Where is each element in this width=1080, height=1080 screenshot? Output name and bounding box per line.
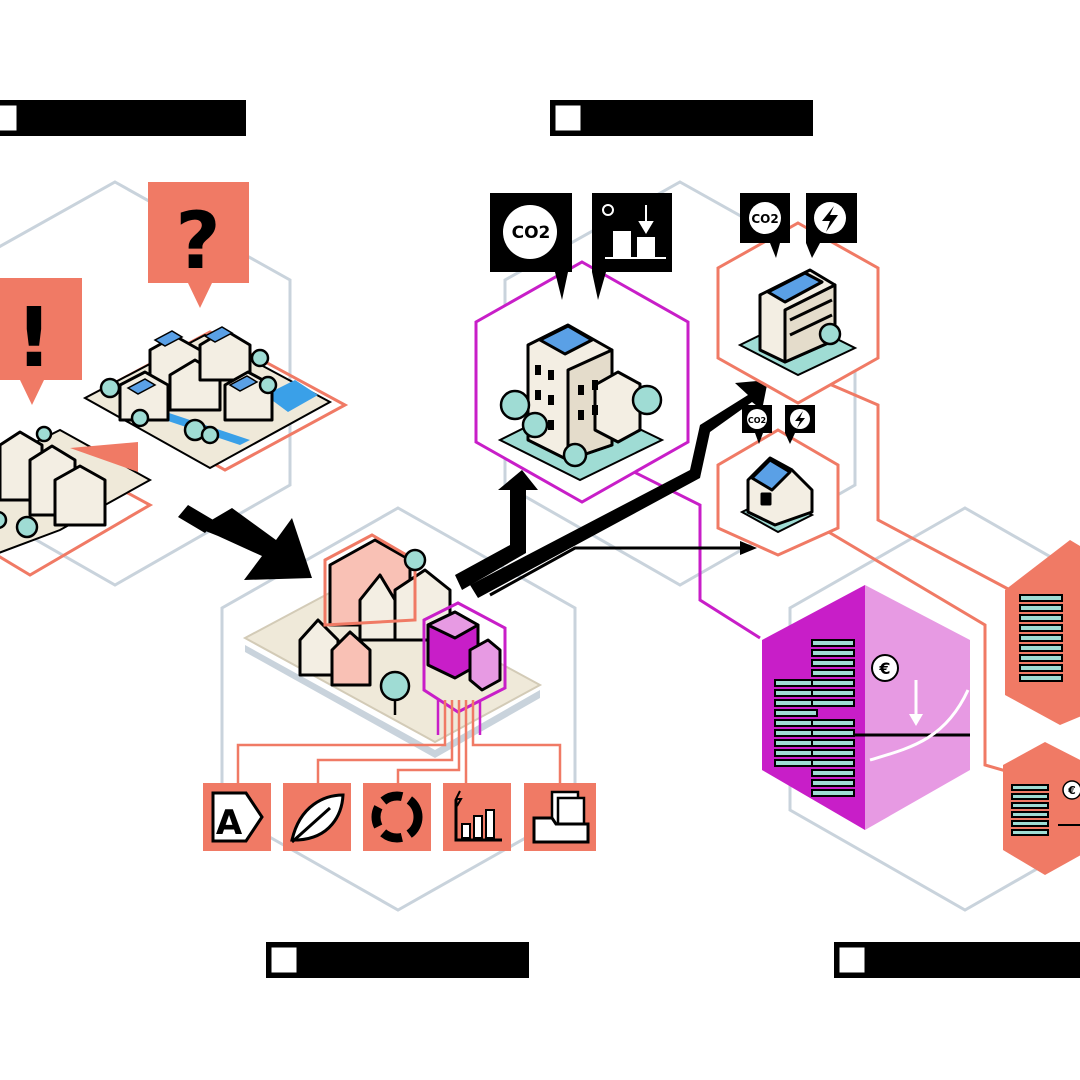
co2-cycle-text: CO2 <box>512 223 551 243</box>
label-bar-bottom-left <box>266 942 529 978</box>
co2-cycle-icon <box>503 205 557 259</box>
co2-cycle-callout: CO2 <box>490 193 572 300</box>
label-checkbox <box>268 944 300 976</box>
cost-down-arrowhead <box>909 714 923 726</box>
money-stack-icon <box>1011 784 1049 836</box>
small-house <box>746 456 814 527</box>
solar-panels <box>126 326 259 395</box>
hub-arrows <box>455 380 768 598</box>
co2-badge-callout: CO2 <box>740 193 790 258</box>
label-bar-bottom-right <box>834 942 1080 978</box>
trees <box>0 425 53 539</box>
exclamation-mark: ! <box>15 291 52 386</box>
energy-chart-icon <box>443 783 511 851</box>
question-mark: ? <box>175 197 220 287</box>
hex-outline-neighbourhood <box>0 180 292 587</box>
label-bar <box>0 100 246 136</box>
co2-badge-text: CO2 <box>751 212 778 226</box>
question-bubble: ? <box>148 182 249 308</box>
leaf-icon <box>283 783 351 851</box>
label-checkbox <box>552 102 584 134</box>
apartment-block <box>716 221 880 405</box>
label-checkbox <box>836 944 868 976</box>
office-trees <box>499 384 663 468</box>
co2-icon <box>747 409 767 429</box>
finance-side-hex-top <box>1005 540 1080 725</box>
trees <box>99 348 278 445</box>
coral-line-small-house <box>799 513 1021 777</box>
big-arrow <box>178 505 312 580</box>
lightning-icon <box>822 206 838 232</box>
hex-outline-hub <box>220 506 577 912</box>
finance-block: € <box>762 585 970 830</box>
co2-small-text: CO2 <box>748 416 766 425</box>
finance-side-hex-bottom: € <box>1003 742 1080 875</box>
coral-flag <box>70 442 138 472</box>
icon-row: A <box>203 783 596 851</box>
money-stack-icon <box>1019 594 1063 682</box>
lightning-callout <box>806 193 857 258</box>
neighbourhood-left-edge <box>0 425 154 577</box>
arrow-to-office <box>455 470 538 590</box>
hub-coral-outline <box>323 533 417 627</box>
arrow-to-small-house <box>489 546 740 597</box>
arrow-head-small-house <box>740 541 757 555</box>
hex-outline-finance <box>788 506 1080 912</box>
euro-icon <box>871 654 899 682</box>
label-bar-top-right <box>550 100 813 136</box>
documents-icon <box>524 783 596 851</box>
euro-badge: € <box>871 654 899 682</box>
neighbourhood-with-solar <box>82 326 349 472</box>
money-stack-icon <box>774 639 855 797</box>
finance-curve <box>869 689 970 762</box>
co2-icon <box>749 202 781 234</box>
label-checkbox <box>0 102 20 134</box>
house-cluster <box>0 430 107 527</box>
magenta-storage-cube <box>426 610 502 692</box>
label-bar <box>550 100 813 136</box>
label-bar <box>834 942 1080 978</box>
hub-wires <box>236 700 562 783</box>
recycle-icon <box>363 783 431 851</box>
euro-text: € <box>878 659 890 678</box>
office-windows <box>535 365 598 430</box>
energy-drop-chart-icon <box>602 204 666 259</box>
office-block <box>474 260 690 504</box>
label-bar-top-left <box>0 100 246 136</box>
label-bar <box>266 942 529 978</box>
arrow-to-top-building <box>470 380 768 598</box>
lightning-small-callout <box>785 405 815 444</box>
magenta-cube-outline <box>422 601 507 714</box>
exclamation-bubble: ! <box>0 278 82 405</box>
euro-icon <box>1062 780 1080 800</box>
small-house-block <box>716 428 840 557</box>
euro-text: € <box>1067 784 1076 797</box>
hub-houses <box>298 538 452 687</box>
water-canal <box>265 380 318 412</box>
energy-label-letter: A <box>216 803 243 843</box>
lightning-icon <box>795 411 805 428</box>
co2-small-callout: CO2 <box>742 405 772 444</box>
energy-label-icon: A <box>203 783 271 851</box>
energy-drop-callout <box>592 193 672 300</box>
coral-line-top-building <box>819 378 1011 592</box>
apartment-tree <box>818 322 842 346</box>
hub-trees <box>379 548 427 715</box>
